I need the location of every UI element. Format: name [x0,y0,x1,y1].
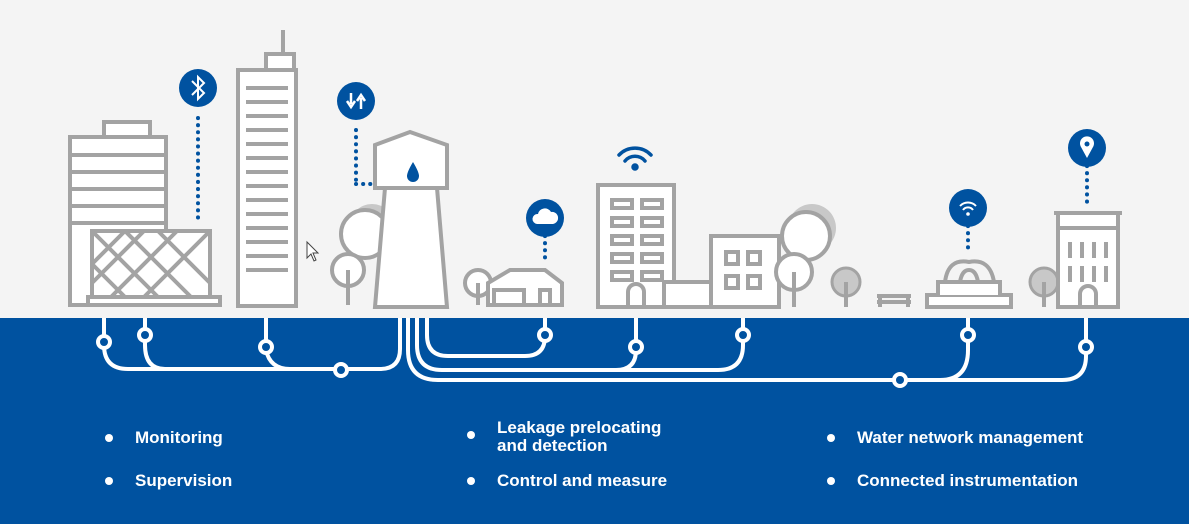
feature-network-management: Water network management [827,428,1084,447]
feature-instrumentation: Connected instrumentation [827,471,1079,490]
feature-label: Monitoring [135,428,223,447]
buildings [68,30,1122,309]
feature-label: Control and measure [497,471,668,490]
feature-label-line2: and detection [497,436,608,455]
bullet-icon [827,434,835,442]
feature-label: Water network management [857,428,1084,447]
underground-band [0,318,1189,524]
bullet-icon [467,431,475,439]
feature-monitoring: Monitoring [105,428,223,447]
bullet-icon [105,434,113,442]
data-transfer-icon [337,82,375,120]
water-drop-icon [407,162,419,182]
pipe-network [96,318,1094,388]
feature-label: Connected instrumentation [857,471,1079,490]
bullet-icon [467,477,475,485]
bullet-icon [105,477,113,485]
feature-label: Leakage prelocating [497,418,662,437]
feature-supervision: Supervision [105,471,233,490]
mouse-cursor-icon [306,240,320,262]
location-pin-icon [1068,129,1106,167]
bluetooth-icon [179,69,217,107]
bullet-icon [827,477,835,485]
wifi-badge-icon [949,189,987,227]
wifi-icon [617,146,653,171]
icon-connectors [196,116,1089,264]
cloud-icon [526,199,564,237]
feature-control: Control and measure [467,471,668,490]
feature-label: Supervision [135,471,233,490]
